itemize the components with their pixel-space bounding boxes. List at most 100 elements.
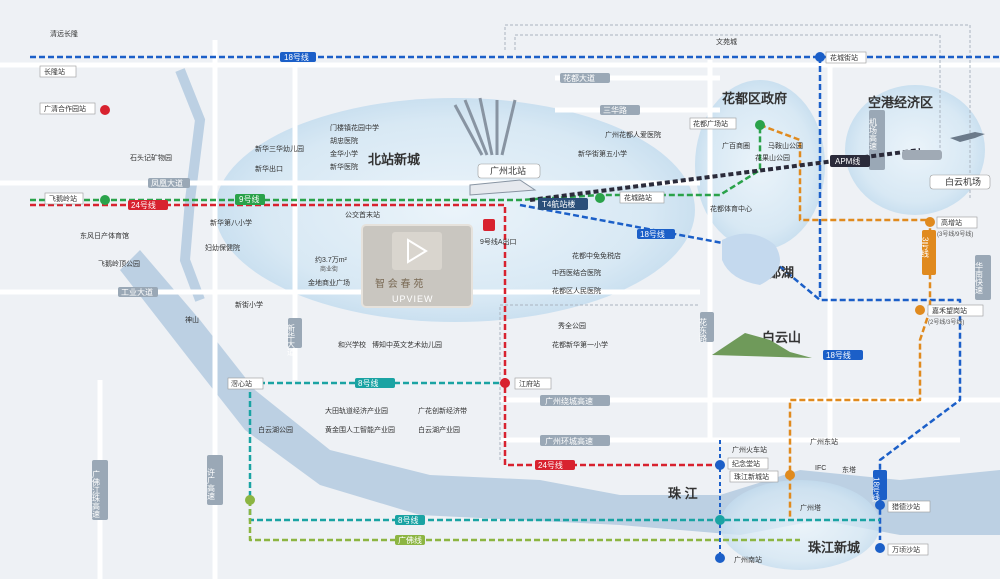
label-guangzhou-tower: 广州塔 bbox=[800, 503, 821, 512]
station-huacheng-jie: 花城街站 bbox=[830, 53, 858, 62]
station-feie: 飞鹅岭站 bbox=[49, 194, 77, 203]
metro-marker-icon bbox=[715, 553, 725, 563]
tag-line8b: 8号线 bbox=[398, 515, 418, 525]
road-label-huanan: 华南快速 bbox=[975, 261, 984, 295]
road-label-huadong: 花东路 bbox=[699, 317, 708, 342]
tag-line24b: 24号线 bbox=[538, 460, 563, 470]
poi-huadu-sports: 花都体育中心 bbox=[710, 204, 752, 213]
station-jinianting: 纪念堂站 bbox=[732, 459, 760, 468]
poi-huadu-hospital: 广州花都人爱医院 bbox=[605, 130, 661, 139]
poi-xinhua-sanhua: 新华三华幼儿园 bbox=[255, 144, 304, 153]
road-label-huancheng: 广州环城高速 bbox=[545, 436, 593, 446]
metro-marker-icon bbox=[785, 470, 795, 480]
line-guangfo bbox=[248, 500, 800, 542]
tag-line9: 9号线 bbox=[239, 194, 259, 204]
label-huadu-gov: 花都区政府 bbox=[722, 91, 787, 106]
huadu-lake-shape bbox=[722, 233, 780, 285]
poi-huashan-park: 花果山公园 bbox=[755, 153, 790, 162]
station-guangzhou-east: 广州东站 bbox=[810, 437, 838, 446]
station-labels: 长隆站 清远长隆 广清合作园站 飞鹅岭站 广州北站 T4航站楼 花城路站 花都广… bbox=[39, 29, 991, 564]
station-jiangfu: 江府站 bbox=[519, 379, 540, 388]
label-zhujiang: 珠江新城 bbox=[808, 540, 860, 555]
label-north-a-exit: 9号线A出口 bbox=[480, 237, 517, 246]
poi-baiyun-lake-park: 白云湖公园 bbox=[258, 425, 293, 434]
poi-xinjie-fifth: 新华街第五小学 bbox=[578, 149, 627, 158]
road-label-gongye: 工业大道 bbox=[121, 287, 153, 297]
road-label-xinhua: 新华大道 bbox=[287, 323, 296, 357]
station-liede: 猎德沙站 bbox=[892, 502, 920, 511]
label-north-station: 北站新城 bbox=[368, 152, 420, 167]
station-jiahe: 嘉禾望岗站 bbox=[932, 306, 967, 315]
line-tags: 18号线 9号线 24号线 18号线 APM线 8号线 8号线 广佛线 24号线… bbox=[128, 52, 936, 545]
line24 bbox=[30, 203, 720, 467]
pearl-river bbox=[120, 250, 1000, 535]
north-river bbox=[175, 68, 206, 302]
station-t4: T4航站楼 bbox=[542, 199, 575, 209]
poi-bus-hub: 公交首末站 bbox=[345, 210, 380, 219]
station-guangqing: 广清合作园站 bbox=[44, 104, 86, 113]
district-labels: 北站新城 花都区政府 空港经济区 花都湖 白云山 珠 江 珠江新城 bbox=[368, 91, 933, 555]
station-jiaoxin: 滘心站 bbox=[231, 379, 252, 388]
poi-huadu-people: 花都区人民医院 bbox=[552, 286, 601, 295]
station-zhujiang-new: 珠江新城站 bbox=[734, 472, 769, 481]
poi-shenshan: 神山 bbox=[185, 315, 199, 324]
tag-line18: 18号线 bbox=[640, 229, 665, 239]
station-huacheng: 花城路站 bbox=[624, 193, 652, 202]
metro-marker-icon bbox=[500, 378, 510, 388]
apm-line bbox=[529, 148, 921, 202]
metro-marker-icon bbox=[915, 305, 925, 315]
tag-line8: 8号线 bbox=[358, 378, 378, 388]
poi-tianfu: 大田轨道经济产业园 bbox=[325, 406, 388, 415]
poi-child-health: 妇幼保健院 bbox=[205, 243, 240, 252]
poi-feie-park: 飞鹅岭顶公园 bbox=[98, 259, 140, 268]
poi-bohui: 博知中英文艺术幼儿园 bbox=[372, 340, 442, 349]
road-label-xuguang: 许广高速 bbox=[207, 467, 216, 501]
metro-marker-icon bbox=[925, 217, 935, 227]
tag-line24: 24号线 bbox=[131, 200, 156, 210]
metro-marker-icon bbox=[100, 195, 110, 205]
label-wenzhuyuan: 文苑城 bbox=[716, 37, 737, 46]
poi-huahong: 广花创新经济带 bbox=[418, 406, 467, 415]
road-label-fenghuang: 凤凰大道 bbox=[151, 178, 183, 188]
label-airport: 空港经济区 bbox=[868, 95, 933, 110]
metro-marker-icon bbox=[875, 543, 885, 553]
project-card[interactable]: 智 会 春 苑 UPVIEW bbox=[361, 224, 473, 308]
metro-marker-icon bbox=[245, 495, 255, 505]
station-guangzhou-south: 广州南站 bbox=[734, 555, 762, 564]
tag-guangfo: 广佛线 bbox=[398, 535, 422, 545]
poi-xiuquan: 秀全公园 bbox=[558, 321, 586, 330]
poi-guangbai: 广百商圈 bbox=[722, 141, 750, 150]
poi-xinhua-exit: 新华出口 bbox=[255, 164, 283, 173]
airplane-icon bbox=[950, 132, 985, 142]
landmark-icons bbox=[453, 97, 985, 196]
tag-apm: APM线 bbox=[835, 156, 860, 166]
poi-jinhua: 金华小学 bbox=[330, 149, 358, 158]
road-label-sanhua: 三华路 bbox=[603, 105, 627, 115]
north-station-halo bbox=[215, 98, 695, 322]
poi-menghua: 门楼镇花园中学 bbox=[330, 123, 379, 132]
road-label-guangfo: 广佛江珠高速 bbox=[92, 469, 101, 519]
zhujiang-halo bbox=[720, 480, 880, 570]
station-guangzhou-rail: 广州火车站 bbox=[732, 445, 767, 454]
poi-mashan-park: 马鞍山公园 bbox=[768, 141, 803, 150]
metro-marker-icon bbox=[755, 120, 765, 130]
poi-zhongshu: 中西医结合医院 bbox=[552, 268, 601, 277]
poi-xinhua-eight: 新华第八小学 bbox=[210, 218, 252, 227]
metro-marker-icon bbox=[100, 105, 110, 115]
play-icon bbox=[407, 238, 428, 264]
north-station-towers bbox=[453, 97, 517, 156]
metro-marker-icon bbox=[715, 460, 725, 470]
train-icon bbox=[469, 179, 537, 196]
poi-xinhua-hospital: 新华医院 bbox=[330, 162, 358, 171]
label-east-tower: 东塔 bbox=[842, 465, 856, 474]
station-wanqing: 万顷沙站 bbox=[892, 545, 920, 554]
road-label-ring: 广州绕城高速 bbox=[545, 396, 593, 406]
metro-marker-icon bbox=[875, 500, 885, 510]
station-jiahe-note: (2号线/3号线) bbox=[928, 318, 964, 326]
dashed-routes bbox=[499, 24, 971, 460]
poi-xinhua-first: 花都新华第一小学 bbox=[552, 340, 608, 349]
tag-line18c: 18号线 bbox=[872, 477, 881, 502]
road-label-airport: 机场高速 bbox=[869, 117, 878, 151]
station-gaozeng: 高增站 bbox=[941, 218, 962, 227]
